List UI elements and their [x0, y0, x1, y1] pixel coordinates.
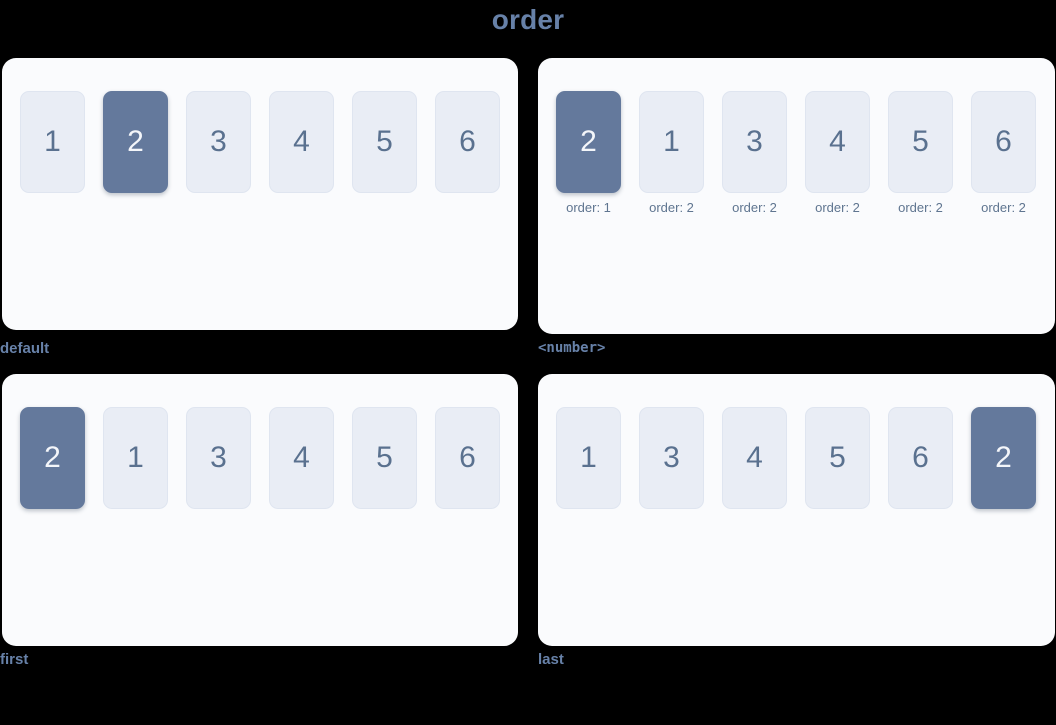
flex-item-cell: 2 [971, 407, 1036, 509]
flex-item-cell: 2 [20, 407, 85, 509]
flex-item-box[interactable]: 3 [186, 407, 251, 509]
order-value-label: order: 2 [649, 200, 694, 215]
flex-item-cell: 2 [103, 91, 168, 193]
flex-container-number: 2 order: 1 1 order: 2 3 order: 2 4 order: 2 5 ord… [556, 91, 1036, 214]
flex-item-box-active[interactable]: 2 [556, 91, 621, 193]
flex-item-box[interactable]: 1 [20, 91, 85, 193]
flex-item-box[interactable]: 3 [722, 91, 787, 193]
order-value-label: order: 2 [981, 200, 1026, 215]
flex-item-cell: 3 [639, 407, 704, 509]
flex-item-cell: 1 [103, 407, 168, 509]
flex-item-box[interactable]: 5 [352, 91, 417, 193]
flex-item-box[interactable]: 3 [639, 407, 704, 509]
flex-item-cell: 1 [556, 407, 621, 509]
flex-item-box[interactable]: 4 [269, 91, 334, 193]
flex-item-cell: 1 order: 2 [639, 91, 704, 214]
flex-item-cell: 4 order: 2 [805, 91, 870, 214]
panel-caption-default: default [0, 340, 50, 357]
page-title: order [491, 4, 565, 35]
flex-item-box[interactable]: 3 [186, 91, 251, 193]
flex-item-box[interactable]: 4 [722, 407, 787, 509]
flex-item-cell: 6 [435, 91, 500, 193]
flex-item-cell: 2 order: 1 [556, 91, 621, 214]
flex-item-cell: 5 [805, 407, 870, 509]
order-value-label: order: 2 [898, 200, 943, 215]
panel-caption-number: <number> [538, 340, 606, 356]
flex-item-cell: 6 [888, 407, 953, 509]
flex-item-box[interactable]: 4 [269, 407, 334, 509]
flex-item-box[interactable]: 4 [805, 91, 870, 193]
flex-item-box[interactable]: 6 [435, 407, 500, 509]
flex-item-box[interactable]: 5 [888, 91, 953, 193]
flex-item-box-active[interactable]: 2 [971, 407, 1036, 509]
flex-item-box-active[interactable]: 2 [103, 91, 168, 193]
flex-item-box-active[interactable]: 2 [20, 407, 85, 509]
flex-item-cell: 4 [269, 91, 334, 193]
demo-panel-number: 2 order: 1 1 order: 2 3 order: 2 4 order: 2 5 ord… [538, 58, 1055, 334]
flex-item-box[interactable]: 5 [805, 407, 870, 509]
flex-item-box[interactable]: 6 [435, 91, 500, 193]
flex-item-cell: 6 [435, 407, 500, 509]
flex-item-box[interactable]: 1 [103, 407, 168, 509]
flex-item-cell: 5 [352, 407, 417, 509]
flex-item-cell: 4 [269, 407, 334, 509]
flex-item-cell: 3 order: 2 [722, 91, 787, 214]
flex-item-box[interactable]: 1 [639, 91, 704, 193]
panel-caption-last: last [538, 651, 564, 668]
flex-item-cell: 5 [352, 91, 417, 193]
flex-item-cell: 3 [186, 91, 251, 193]
flex-item-box[interactable]: 6 [971, 91, 1036, 193]
flex-item-box[interactable]: 1 [556, 407, 621, 509]
flex-item-cell: 4 [722, 407, 787, 509]
flex-item-box[interactable]: 6 [888, 407, 953, 509]
flex-item-cell: 1 [20, 91, 85, 193]
flex-item-cell: 5 order: 2 [888, 91, 953, 214]
flex-item-cell: 6 order: 2 [971, 91, 1036, 214]
flex-item-box[interactable]: 5 [352, 407, 417, 509]
panel-caption-first: first [0, 651, 29, 668]
order-value-label: order: 1 [566, 200, 611, 215]
flex-item-cell: 3 [186, 407, 251, 509]
order-value-label: order: 2 [732, 200, 777, 215]
order-value-label: order: 2 [815, 200, 860, 215]
